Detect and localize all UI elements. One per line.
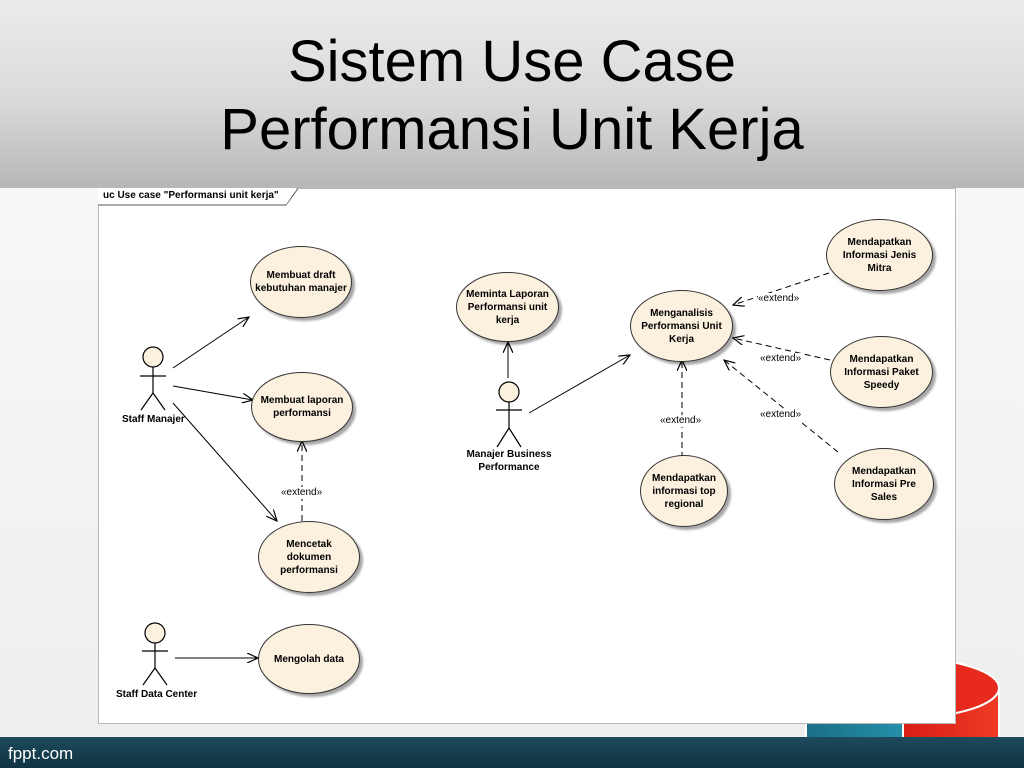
uc-paket-speedy[interactable]: Mendapatkan Informasi Paket Speedy: [830, 336, 933, 408]
extend-label-pre-sales: «extend»: [760, 409, 802, 421]
actor-manajer-bp-label: Manajer Business Performance: [460, 448, 558, 474]
extend-speedy-to-menganalisis: [733, 338, 831, 361]
title-line-2: Performansi Unit Kerja: [220, 97, 804, 162]
uc-top-regional[interactable]: Mendapatkan informasi top regional: [640, 455, 728, 527]
actor-manajer-bp-label-line2: Performance: [478, 462, 540, 473]
uc-pre-sales[interactable]: Mendapatkan Informasi Pre Sales: [834, 448, 934, 520]
actor-staff-manajer-figure: [140, 346, 166, 411]
uc-mengolah-data[interactable]: Mengolah data: [258, 624, 360, 694]
footer-bar: [0, 737, 1024, 768]
extend-label-speedy: «extend»: [760, 353, 802, 365]
extend-label-mencetak: «extend»: [281, 487, 323, 499]
actor-staff-manajer-label: Staff Manajer: [122, 414, 185, 425]
uc-menganalisis[interactable]: Menganalisis Performansi Unit Kerja: [630, 290, 733, 362]
title-band: [0, 0, 1024, 188]
frame-tag-outline: [98, 188, 299, 206]
uc-jenis-mitra[interactable]: Mendapatkan Informasi Jenis Mitra: [826, 219, 933, 291]
frame-label: uc Use case "Performansi unit kerja": [98, 188, 297, 204]
extend-label-jenis-mitra: «extend»: [758, 293, 800, 305]
assoc-staff-to-laporan: [172, 385, 253, 400]
uc-mencetak-dokumen[interactable]: Mencetak dokumen performansi: [258, 521, 360, 593]
assoc-manajer-to-menganalisis: [528, 355, 630, 414]
actor-staff-data-center-label: Staff Data Center: [116, 689, 198, 700]
uc-meminta-laporan[interactable]: Meminta Laporan Performansi unit kerja: [456, 272, 559, 342]
slide-title: Sistem Use Case Performansi Unit Kerja: [0, 28, 1024, 164]
uc-membuat-laporan[interactable]: Membuat laporan performansi: [251, 372, 353, 442]
title-line-1: Sistem Use Case: [287, 29, 737, 94]
extend-label-top-regional: «extend»: [660, 415, 702, 427]
extend-jenismitra-to-menganalisis: [733, 272, 830, 305]
actor-manajer-bp-label-line1: Manajer Business: [466, 449, 552, 460]
assoc-staff-to-draft: [172, 317, 249, 369]
footer-brand[interactable]: fppt.com: [8, 744, 74, 763]
uc-membuat-draft[interactable]: Membuat draft kebutuhan manajer: [250, 246, 352, 318]
assoc-staff-to-mencetak: [172, 402, 277, 521]
extend-presales-to-menganalisis: [724, 360, 839, 453]
actor-manajer-bp-figure: [496, 381, 522, 448]
actor-staff-data-center-figure: [142, 622, 168, 686]
